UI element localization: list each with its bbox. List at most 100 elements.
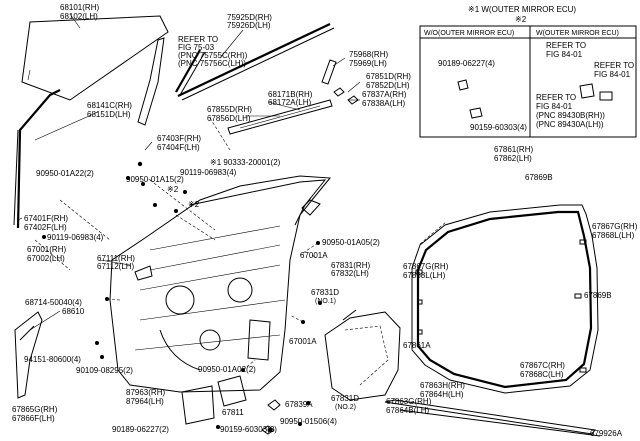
inset-refer: (PNC 89430A(LH)) <box>536 120 604 129</box>
label-67865: 67865G(RH) <box>12 405 58 414</box>
frame-moulding <box>177 23 331 97</box>
label-67401: 67401F(RH) <box>24 214 68 223</box>
label-68151: 68151D(LH) <box>87 110 131 119</box>
label-star2: ※2 <box>167 185 179 194</box>
label-75968: 75968(RH) <box>349 50 388 59</box>
label-68714: 68714-50040(4) <box>25 298 82 307</box>
label-68172: 68172A(LH) <box>268 98 311 107</box>
label-90109: 90109-08295(2) <box>76 366 133 375</box>
label-67864b: 67864B(LH) <box>386 406 429 415</box>
belt-weatherstrip <box>227 99 333 135</box>
label-67869b: 67869B <box>525 173 553 182</box>
figure-number: 679926A <box>590 429 623 438</box>
label-67868l: 67868L(LH) <box>592 231 635 240</box>
inset-refer: (PNC 89430B(RH)) <box>536 111 605 120</box>
label-90950: 90950-01506(4) <box>280 417 337 426</box>
part-labels: 68101(RH) 68102(LH) 75925D(RH) 75926D(LH… <box>12 3 638 438</box>
label-67838: 67838A(LH) <box>362 99 405 108</box>
label-refer: (PNC 75756C(LH)) <box>178 59 246 68</box>
label-67861: 67861(RH) <box>494 145 533 154</box>
inset-refer: REFER TO <box>536 93 576 102</box>
label-68171: 68171B(RH) <box>268 90 313 99</box>
label-67856: 67856D(LH) <box>207 114 251 123</box>
label-67861a: 67861A <box>403 341 431 350</box>
inset-refer: REFER TO <box>546 41 586 50</box>
label-90333: ※1 90333-20001(2) <box>210 158 281 167</box>
label-90950: 90950-01A15(2) <box>126 175 184 184</box>
label-90159: 90159-60303(2) <box>220 425 277 434</box>
label-67404: 67404F(LH) <box>157 143 200 152</box>
inset-wo: W/O(OUTER MIRROR ECU) <box>424 30 514 37</box>
label-67811: 67811 <box>222 408 244 417</box>
label-star2: ※2 <box>188 200 200 209</box>
label-refer: FIG 75-03 <box>178 43 215 52</box>
label-87963: 87963(RH) <box>126 388 165 397</box>
label-90119: 90119-06983(4) <box>47 233 104 242</box>
label-75969: 75969(LH) <box>349 59 387 68</box>
label-67863g: 67863G(RH) <box>386 397 432 406</box>
door-frame-garnish <box>14 311 43 399</box>
label-68610: 68610 <box>62 307 85 316</box>
label-67868l: 67868L(LH) <box>403 271 446 280</box>
label-67851: 67851D(RH) <box>366 72 411 81</box>
door-panel <box>109 175 332 393</box>
label-90119: 90119-06983(4) <box>180 168 237 177</box>
inset-90189: 90189-06227(4) <box>438 59 495 68</box>
label-67862: 67862(LH) <box>494 154 532 163</box>
label-no2: (NO.2) <box>335 404 356 411</box>
inset-star2: ※2 <box>515 15 527 24</box>
label-67867c: 67867C(RH) <box>520 361 565 370</box>
inset-refer: FIG 84-01 <box>546 50 583 59</box>
label-67001a: 67001A <box>300 251 328 260</box>
label-68102: 68102(LH) <box>60 12 98 21</box>
division-bar <box>137 37 165 126</box>
inset-title: ※1 W(OUTER MIRROR ECU) <box>468 5 576 14</box>
speaker <box>181 385 215 425</box>
door-weatherstrip <box>411 204 599 394</box>
label-75926: 75926D(LH) <box>227 21 271 30</box>
label-67869b: 67869B <box>584 291 612 300</box>
label-67832: 67832(LH) <box>331 269 369 278</box>
label-90950: 90950-01A05(2) <box>322 238 380 247</box>
rocker-weatherstrip <box>384 399 596 435</box>
label-90950: 90950-01A02(2) <box>198 365 256 374</box>
inset-refer: FIG 84-01 <box>594 70 631 79</box>
label-67111: 67111(RH) <box>97 254 135 263</box>
belt-moulding-outer <box>175 49 201 93</box>
label-67839: 67839A <box>285 400 313 409</box>
inset-w: W(OUTER MIRROR ECU) <box>536 30 619 37</box>
label-67112: 67112(LH) <box>97 262 135 271</box>
service-hole-cover <box>324 311 401 401</box>
label-67855: 67855D(RH) <box>207 105 252 114</box>
label-67868c: 67868C(LH) <box>520 370 564 379</box>
glass-run-front <box>16 89 61 229</box>
label-67867g: 67867G(RH) <box>592 222 638 231</box>
inset-refer: REFER TO <box>594 61 634 70</box>
label-87964: 87964(LH) <box>126 397 164 406</box>
door-check <box>134 265 153 281</box>
label-67403: 67403F(RH) <box>157 134 201 143</box>
corner-piece <box>321 59 337 85</box>
inset-box <box>419 25 637 138</box>
label-67831d: 67831D <box>331 394 359 403</box>
label-94151: 94151-80600(4) <box>24 355 81 364</box>
label-67863: 67863H(RH) <box>420 381 465 390</box>
door-glass <box>21 15 169 101</box>
label-90950: 90950-01A22(2) <box>36 169 94 178</box>
label-67837: 67837A(RH) <box>362 90 407 99</box>
label-refer: REFER TO <box>178 35 218 44</box>
label-67864: 67864H(LH) <box>420 390 464 399</box>
label-90189: 90189-06227(2) <box>112 425 169 434</box>
label-67852: 67852D(LH) <box>366 81 410 90</box>
label-68101: 68101(RH) <box>60 3 99 12</box>
label-68141: 68141C(RH) <box>87 101 132 110</box>
label-67831: 67831(RH) <box>331 261 370 270</box>
inset-90159: 90159-60303(4) <box>470 123 527 132</box>
label-67001: 67001(RH) <box>27 245 66 254</box>
label-67002: 67002(LH) <box>27 254 65 263</box>
label-67831d: 67831D <box>311 288 339 297</box>
inset-refer: FIG 84-01 <box>536 102 573 111</box>
label-no1: (NO.1) <box>315 298 336 305</box>
